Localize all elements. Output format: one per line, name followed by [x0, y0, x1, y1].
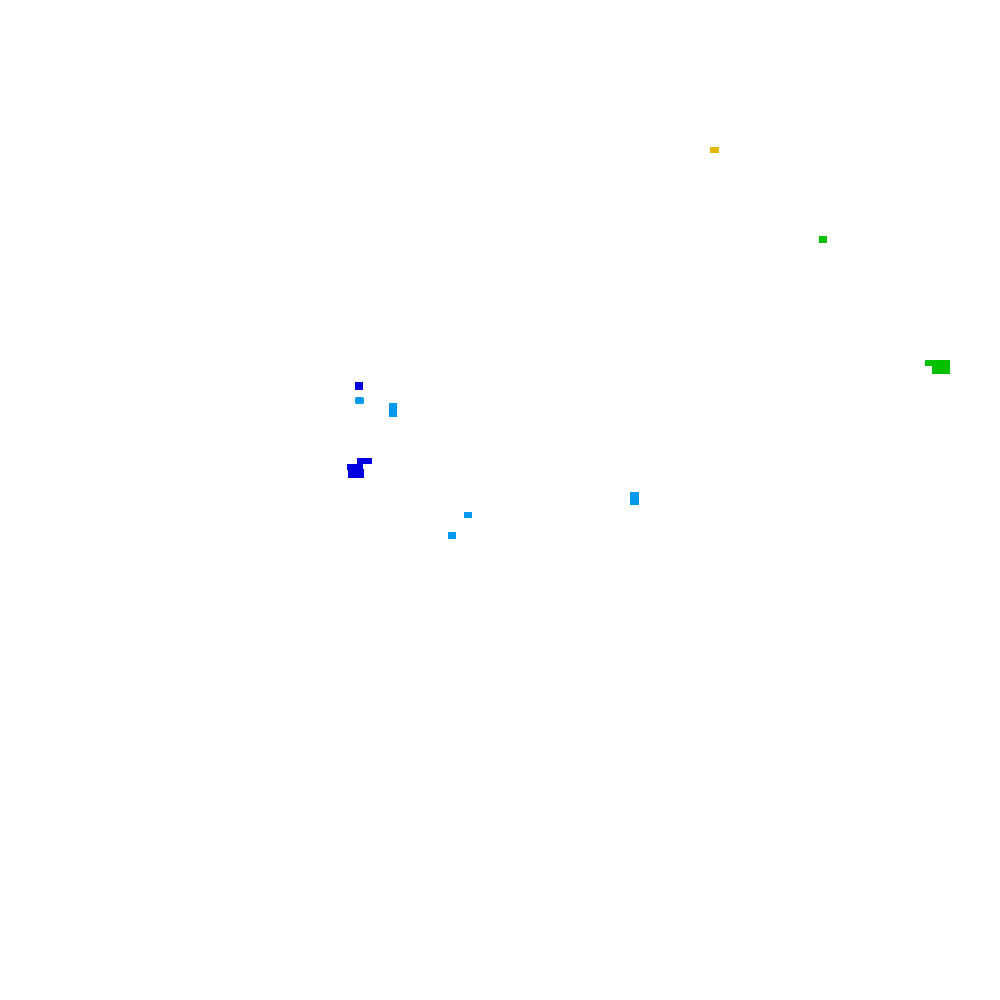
blue-mark-large-low — [348, 469, 364, 478]
light-blue-mark-3 — [630, 492, 639, 505]
green-mark-small — [819, 236, 827, 243]
light-blue-mark-5 — [448, 532, 456, 539]
blue-mark-large-mid — [347, 464, 363, 470]
green-mark-large — [925, 360, 950, 366]
light-blue-mark-4 — [464, 512, 472, 518]
light-blue-mark-2 — [389, 403, 397, 417]
light-blue-mark-1 — [355, 397, 364, 404]
green-mark-large-lower — [932, 365, 950, 374]
blue-mark-small — [355, 382, 363, 390]
yellow-mark — [710, 147, 719, 153]
blue-mark-large — [357, 458, 372, 464]
